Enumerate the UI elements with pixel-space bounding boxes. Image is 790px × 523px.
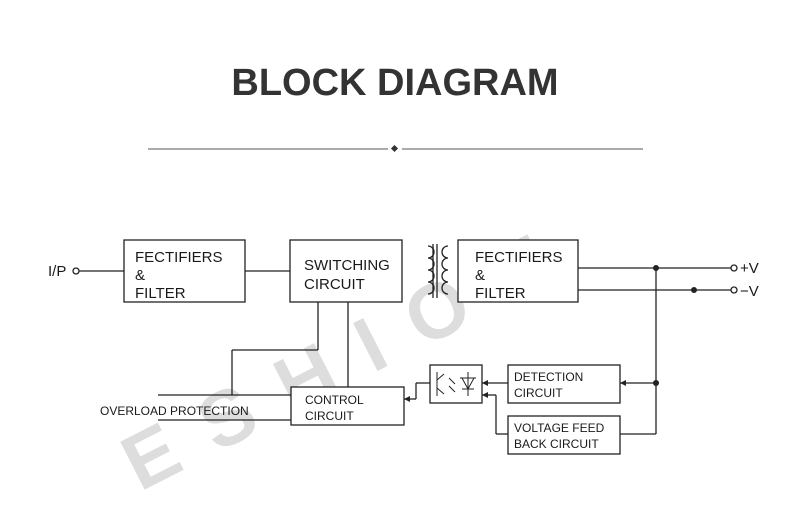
neg-out-label: −V [740, 283, 759, 300]
arrow-to-opto [482, 380, 488, 386]
switching-line2: CIRCUIT [304, 276, 365, 293]
arrow-to-control [404, 396, 410, 402]
overload-label: OVERLOAD PROTECTION [100, 404, 249, 418]
junction-dot-detect [653, 380, 659, 386]
junction-dot-neg [691, 287, 697, 293]
arrow-to-detection [620, 380, 626, 386]
feedback-line1: VOLTAGE FEED [514, 421, 605, 435]
detection-line1: DETECTION [514, 370, 583, 384]
switching-line1: SWITCHING [304, 257, 390, 274]
detection-line2: CIRCUIT [514, 386, 563, 400]
output-rectifier-line1: FECTIFIERS [475, 249, 563, 266]
feedback-line2: BACK CIRCUIT [514, 437, 599, 451]
input-rectifier-line3: FILTER [135, 285, 186, 302]
page-title: BLOCK DIAGRAM [231, 62, 559, 104]
input-line [72, 267, 124, 275]
detection-circuit-box [507, 364, 621, 404]
optocoupler-box [429, 364, 483, 404]
output-rectifier-box [457, 239, 579, 303]
input-rectifier-line1: FECTIFIERS [135, 249, 223, 266]
junction-dot-pos [653, 265, 659, 271]
input-label: I/P [48, 263, 66, 280]
input-rectifier-line2: & [135, 267, 145, 284]
pos-out-label: +V [740, 260, 759, 277]
control-wires [158, 302, 349, 421]
arrow-to-opto-feedback [482, 392, 488, 398]
feedback-circuit-box [507, 415, 621, 455]
output-rectifier-line2: & [475, 267, 485, 284]
optocoupler-icon [436, 372, 476, 396]
output-wires [578, 264, 738, 434]
switching-circuit-box [289, 239, 403, 303]
title-divider [148, 144, 643, 153]
control-line2: CIRCUIT [305, 409, 354, 423]
output-rectifier-line3: FILTER [475, 285, 526, 302]
control-line1: CONTROL [305, 393, 364, 407]
transformer-icon [427, 244, 449, 298]
